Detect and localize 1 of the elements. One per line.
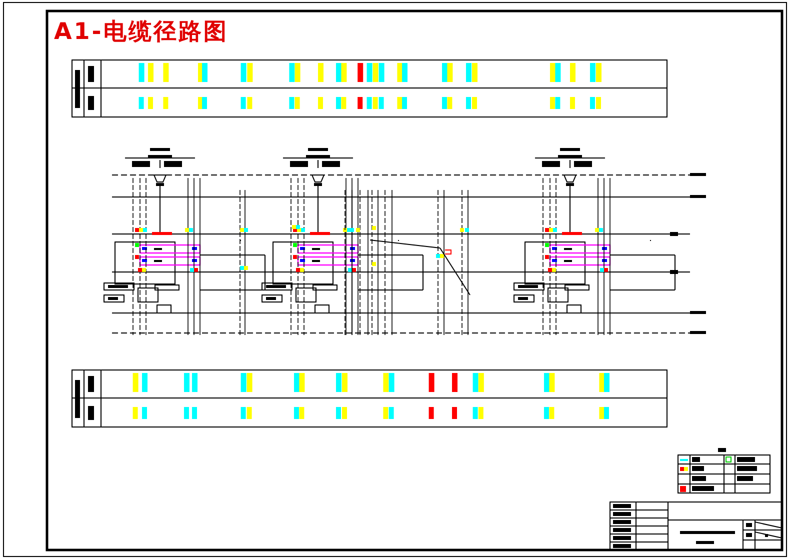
drawing-title: A1-电缆径路图 (54, 18, 228, 47)
